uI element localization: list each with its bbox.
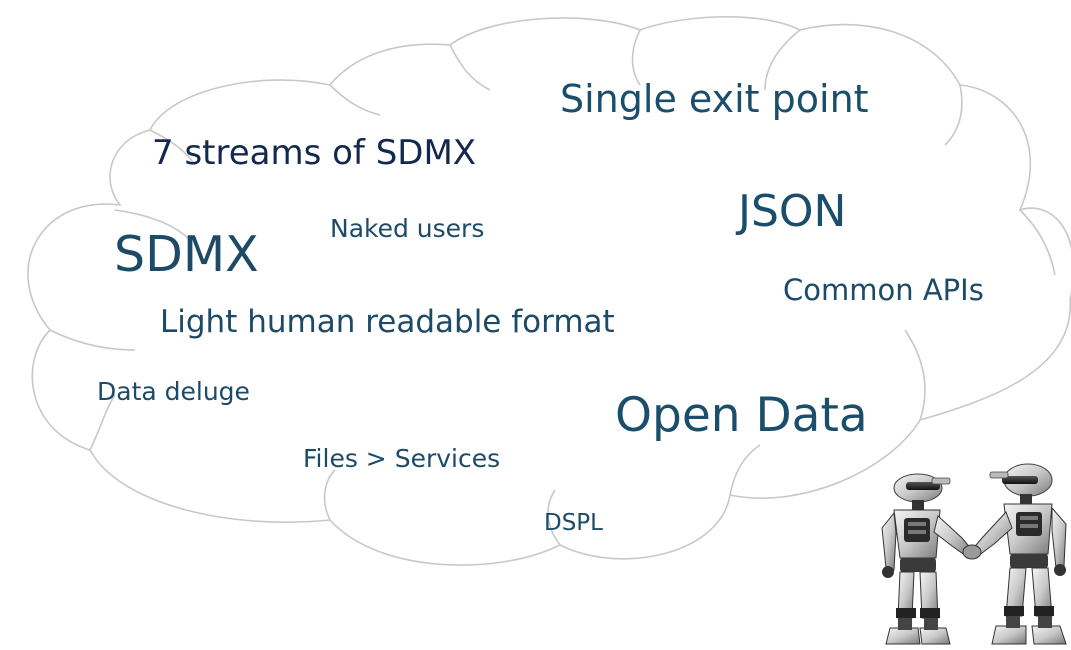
word-single-exit-point: Single exit point: [560, 77, 869, 121]
word-light-human-readable-format: Light human readable format: [160, 304, 615, 340]
right-robot: [971, 463, 1067, 645]
word-seven-streams-of-sdmx: 7 streams of SDMX: [152, 133, 477, 173]
word-json: JSON: [738, 186, 847, 237]
handshake: [962, 544, 982, 560]
word-common-apis: Common APIs: [783, 273, 984, 307]
word-naked-users: Naked users: [330, 214, 485, 243]
word-dspl: DSPL: [544, 510, 603, 536]
word-open-data: Open Data: [615, 388, 868, 443]
robots-handshake-icon: [881, 463, 1067, 645]
word-sdmx: SDMX: [114, 226, 259, 283]
word-files-greater-than-services: Files > Services: [303, 444, 501, 473]
left-robot: [881, 473, 973, 645]
word-data-deluge: Data deluge: [97, 377, 250, 406]
